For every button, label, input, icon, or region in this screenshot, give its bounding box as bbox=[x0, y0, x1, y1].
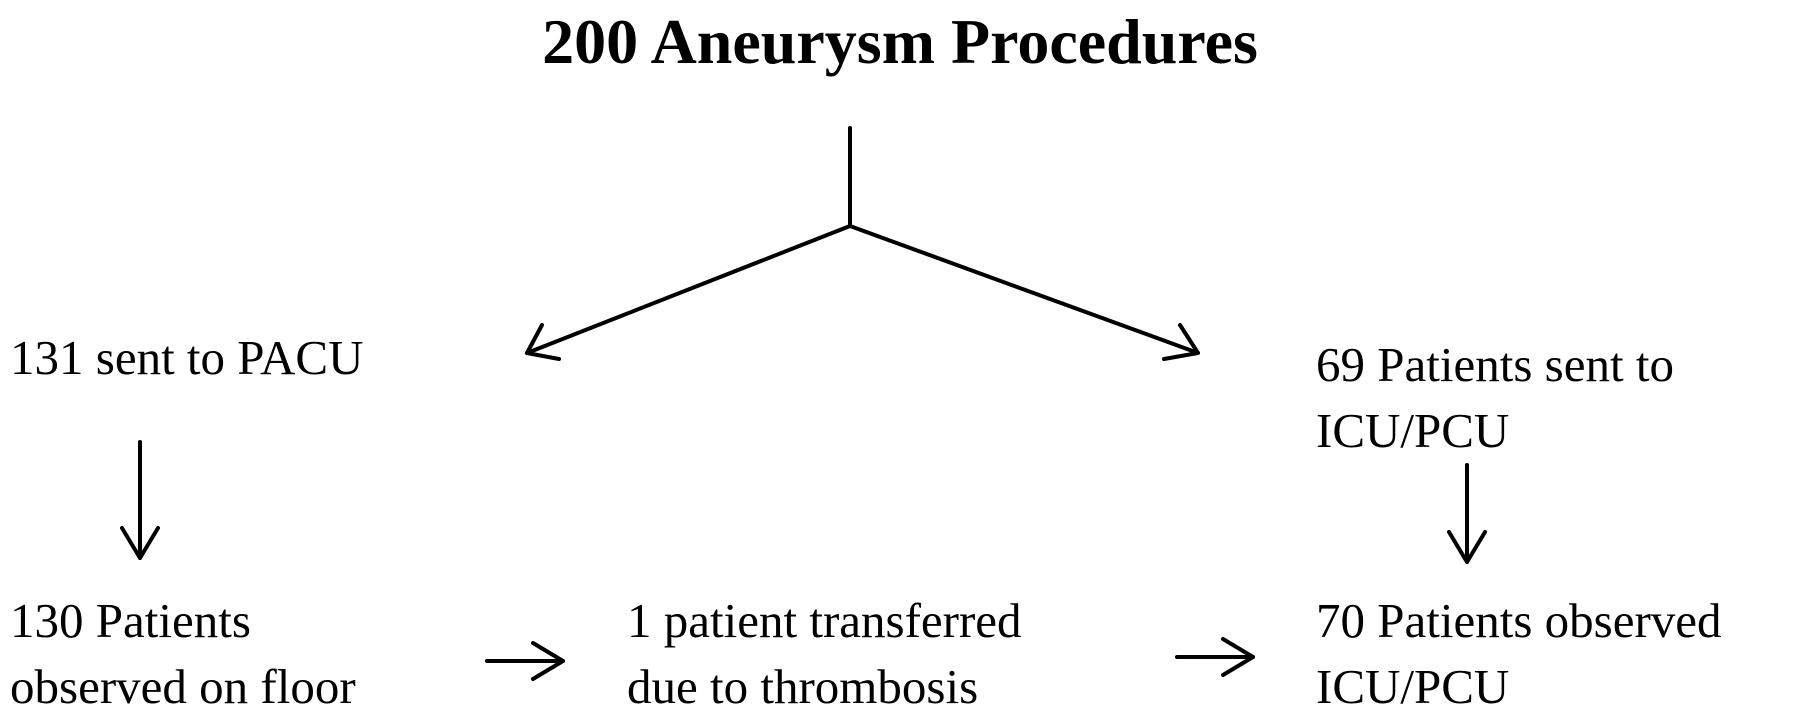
arrow-transfer-to-icu-observed bbox=[1175, 637, 1255, 677]
node-icu-observed-line-2: ICU/PCU bbox=[1316, 659, 1510, 714]
node-transfer-line-1: 1 patient transferred bbox=[627, 593, 1022, 648]
node-floor-line-1: 130 Patients bbox=[10, 593, 251, 648]
node-icu-sent: 69 Patients sent to ICU/PCU bbox=[1316, 332, 1674, 464]
node-icu-sent-line-1: 69 Patients sent to bbox=[1316, 337, 1674, 392]
node-transfer-line-2: due to thrombosis bbox=[627, 659, 979, 714]
arrow-floor-to-transfer bbox=[485, 641, 565, 681]
node-icu-sent-line-2: ICU/PCU bbox=[1316, 403, 1510, 458]
arrow-icu-sent-to-observed bbox=[1447, 463, 1487, 564]
node-floor: 130 Patients observed on floor bbox=[10, 588, 356, 720]
arrow-pacu-to-floor bbox=[120, 440, 160, 560]
node-transfer: 1 patient transferred due to thrombosis bbox=[627, 588, 1022, 720]
node-icu-observed: 70 Patients observed ICU/PCU bbox=[1316, 588, 1722, 720]
node-floor-line-2: observed on floor bbox=[10, 659, 356, 714]
node-icu-observed-line-1: 70 Patients observed bbox=[1316, 593, 1722, 648]
arrow-to-icu-sent bbox=[848, 224, 1200, 361]
diagram-title: 200 Aneurysm Procedures bbox=[542, 6, 1258, 77]
node-pacu: 131 sent to PACU bbox=[10, 325, 364, 391]
arrow-to-pacu bbox=[525, 224, 852, 361]
node-pacu-line-1: 131 sent to PACU bbox=[10, 330, 364, 385]
